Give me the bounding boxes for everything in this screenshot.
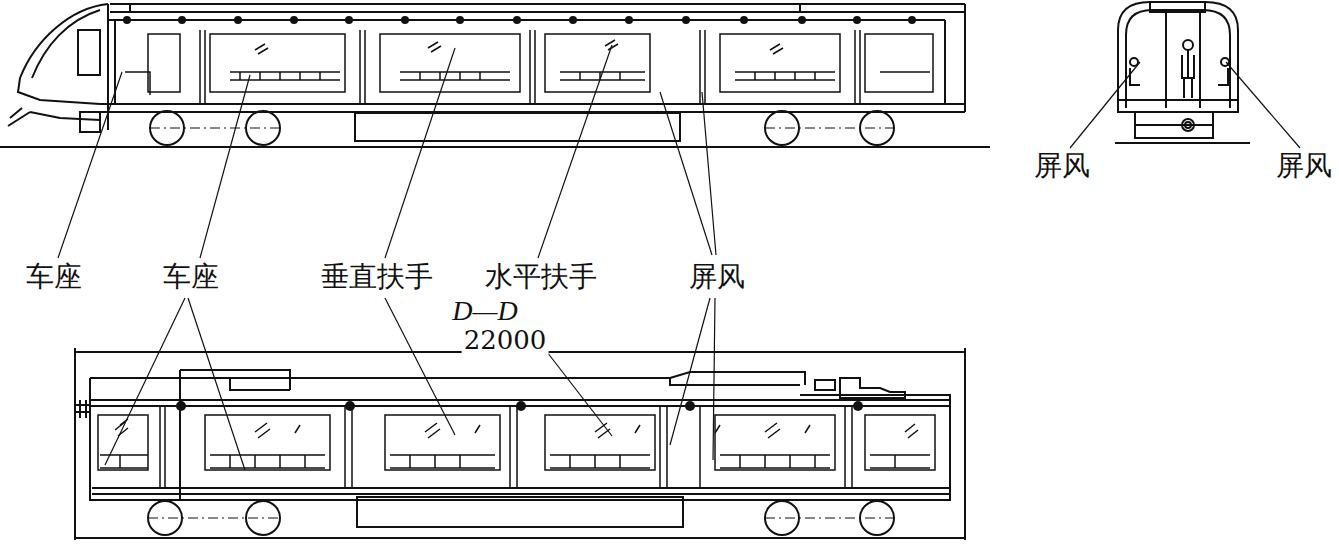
part-label: 屏风 [687, 262, 747, 293]
leader-lines [58, 45, 1300, 470]
dimension: 22000 [462, 326, 549, 355]
part-label: 屏风 [1032, 151, 1092, 182]
section-mark: D—D [450, 296, 519, 327]
part-label: 水平扶手 [483, 262, 599, 293]
car-end-view [1115, 2, 1250, 143]
part-label: 屏风 [1274, 151, 1334, 182]
part-label: 车座 [161, 262, 221, 293]
car-side-view [0, 4, 990, 147]
part-label: 车座 [24, 262, 84, 293]
car-plan-view [75, 348, 965, 540]
part-label: 垂直扶手 [319, 262, 435, 293]
